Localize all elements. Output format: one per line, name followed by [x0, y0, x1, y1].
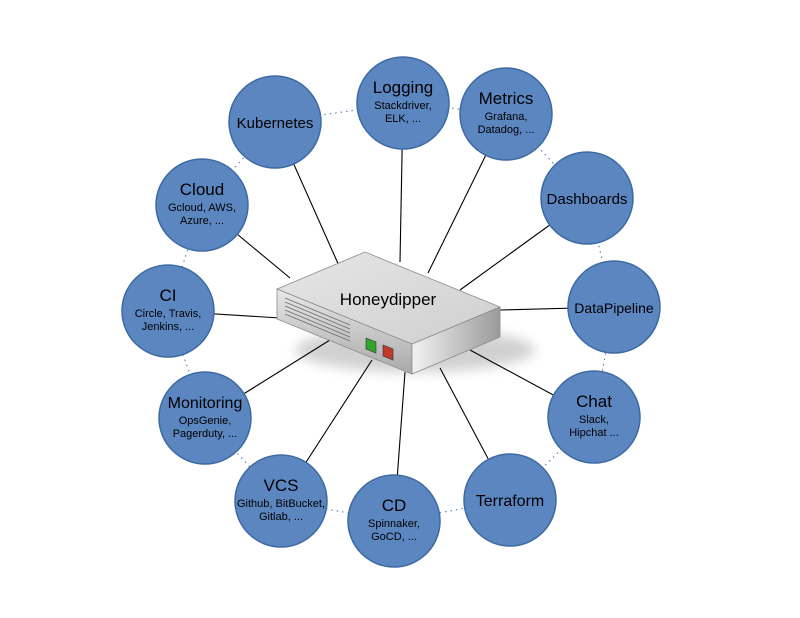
node-title: Dashboards: [547, 191, 628, 208]
node-cd[interactable]: CD Spinnaker,GoCD, ...: [347, 474, 441, 568]
node-subtitle: ELK, ...: [385, 113, 421, 125]
node-circle: [121, 264, 215, 358]
node-title: Logging: [373, 78, 434, 97]
node-title: Chat: [576, 392, 612, 411]
node-subtitle: Datadog, ...: [478, 124, 535, 136]
node-circle: [155, 158, 249, 252]
status-led-red: [382, 344, 394, 361]
node-subtitle: Azure, ...: [180, 215, 224, 227]
node-circle: [234, 454, 328, 548]
node-title: VCS: [264, 476, 299, 495]
hub-server[interactable]: Honeydipper: [275, 251, 535, 375]
node-terraform[interactable]: Terraform: [463, 453, 557, 547]
node-circle: [459, 67, 553, 161]
node-dashboards[interactable]: Dashboards: [540, 151, 634, 245]
node-kubernetes[interactable]: Kubernetes: [228, 75, 322, 169]
hub-label: Honeydipper: [340, 290, 437, 309]
node-circle: [228, 75, 322, 169]
hub-side-face: [411, 306, 501, 375]
node-ci[interactable]: CI Circle, Travis,Jenkins, ...: [121, 264, 215, 358]
node-subtitle: Circle, Travis,: [135, 308, 202, 320]
node-subtitle: Jenkins, ...: [142, 321, 195, 333]
node-subtitle: Stackdriver,: [374, 100, 431, 112]
node-title: CD: [382, 496, 407, 515]
node-datapipeline[interactable]: DataPipeline: [567, 260, 661, 354]
node-title: Monitoring: [168, 395, 243, 412]
node-circle: [567, 260, 661, 354]
hub-vents: [284, 297, 351, 342]
node-title: Kubernetes: [237, 115, 314, 132]
node-title: DataPipeline: [574, 300, 654, 316]
node-chat[interactable]: ChatSlack,Hipchat ...: [547, 370, 641, 464]
node-subtitle: OpsGenie,: [179, 415, 232, 427]
node-title: CI: [160, 286, 177, 305]
node-subtitle: Pagerduty, ...: [173, 428, 238, 440]
node-subtitle: Gcloud, AWS,: [168, 202, 236, 214]
node-circle: [463, 453, 557, 547]
node-title: Cloud: [180, 180, 224, 199]
node-circle: [540, 151, 634, 245]
node-metrics[interactable]: MetricsGrafana,Datadog, ...: [459, 67, 553, 161]
status-led-green: [365, 337, 377, 354]
node-title: Metrics: [479, 89, 534, 108]
node-title: Terraform: [476, 493, 544, 510]
node-logging[interactable]: LoggingStackdriver,ELK, ...: [356, 56, 450, 150]
node-subtitle: Slack,: [579, 414, 609, 426]
node-circle: [547, 370, 641, 464]
node-circle: [158, 371, 252, 465]
node-subtitle: Hipchat ...: [569, 427, 619, 439]
node-subtitle: Gitlab, ...: [259, 511, 303, 523]
node-circle: [356, 56, 450, 150]
node-circle: [347, 474, 441, 568]
node-subtitle: Grafana,: [485, 111, 528, 123]
node-subtitle: GoCD, ...: [371, 531, 417, 543]
node-subtitle: Spinnaker,: [368, 518, 420, 530]
node-vcs[interactable]: VCS Github, BitBucket,Gitlab, ...: [234, 454, 328, 548]
node-monitoring[interactable]: MonitoringOpsGenie,Pagerduty, ...: [158, 371, 252, 465]
node-subtitle: Github, BitBucket,: [237, 498, 325, 510]
